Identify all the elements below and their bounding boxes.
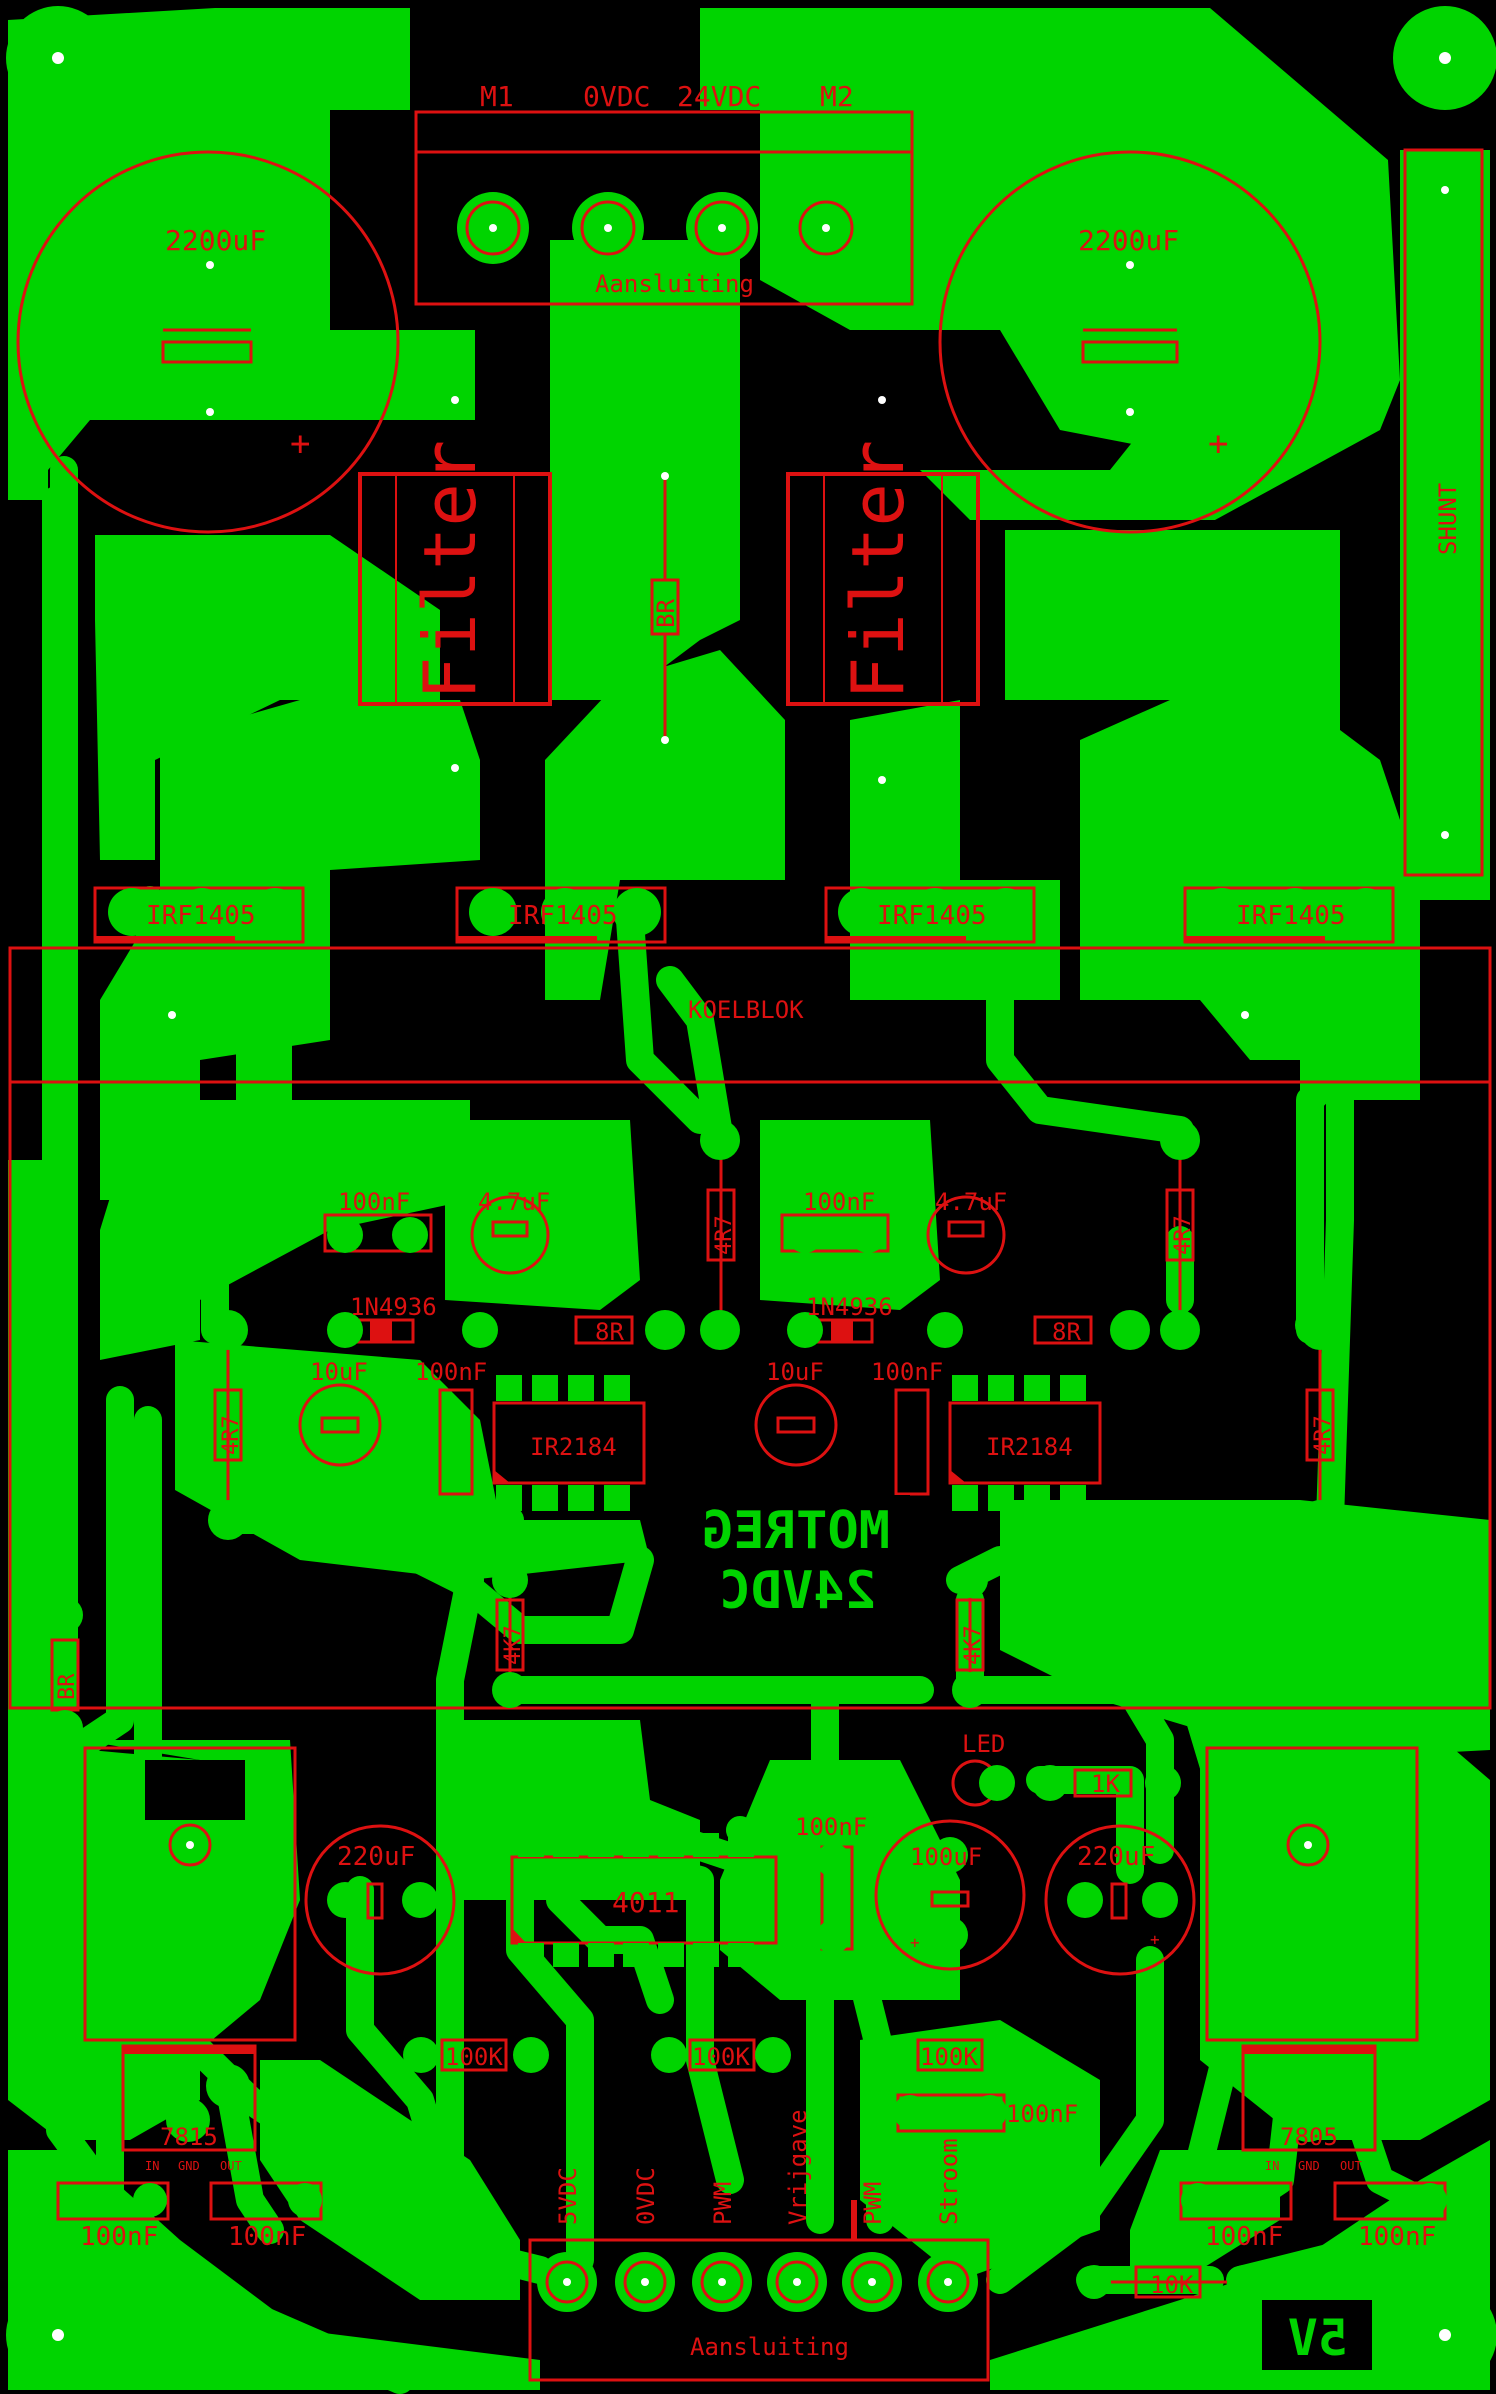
plus-left: + bbox=[290, 424, 310, 464]
label-mosfet-4: IRF1405 bbox=[1236, 901, 1346, 931]
reg-right-heatsink-outline bbox=[1205, 1746, 1419, 2042]
silkscreen-markers bbox=[95, 936, 1375, 2240]
shunt-outline bbox=[1403, 148, 1484, 877]
drill-holes bbox=[52, 52, 1451, 2341]
label-bulk-cap-right: 2200uF bbox=[1078, 224, 1179, 257]
label-gate-far-right: 4R7 bbox=[1311, 1415, 1336, 1455]
label-dr-ic: IR2184 bbox=[986, 1433, 1073, 1461]
copper-text-5v: 5V bbox=[1288, 2309, 1348, 2367]
label-mosfet-3: IRF1405 bbox=[877, 901, 987, 931]
plus-100uf: + bbox=[910, 1933, 920, 1952]
label-shunt: SHUNT bbox=[1434, 483, 1462, 555]
label-dl-c4: 100nF bbox=[415, 1358, 487, 1386]
label-dr-c4: 100nF bbox=[871, 1358, 943, 1386]
label-bottom-connector: Aansluiting bbox=[690, 2333, 849, 2361]
label-bottom-0vdc: 0VDC bbox=[632, 2167, 660, 2225]
label-220uf-right: 220uF bbox=[1077, 1842, 1155, 1872]
copper-text-24vdc: 24VDC bbox=[719, 1561, 876, 1621]
label-heatsink: KOELBLOK bbox=[688, 996, 804, 1024]
top-connector-outline bbox=[414, 110, 914, 306]
label-10k: 10K bbox=[1150, 2271, 1194, 2299]
filter-left-outline bbox=[358, 472, 552, 706]
label-pwm-1: PWM bbox=[709, 2182, 737, 2225]
label-dl-c2: 4.7uF bbox=[478, 1188, 550, 1216]
silkscreen-layer bbox=[8, 110, 1492, 2382]
label-dr-r8: 8R bbox=[1052, 1318, 1081, 1346]
label-mosfet-2: IRF1405 bbox=[508, 901, 618, 931]
label-1k: 1K bbox=[1091, 1770, 1120, 1798]
copper-tracks bbox=[42, 456, 1474, 2394]
label-dl-c3: 10uF bbox=[310, 1358, 368, 1386]
label-mosfet-1: IRF1405 bbox=[146, 901, 256, 931]
voltage-text: 15V 5V bbox=[158, 1757, 1348, 2367]
reg-left-heatsink-outline bbox=[83, 1746, 297, 2042]
label-m2: M2 bbox=[820, 80, 854, 113]
label-7815-out: OUT bbox=[220, 2159, 242, 2173]
label-filter-left: Filter bbox=[408, 440, 492, 700]
filter-right-outline bbox=[786, 472, 980, 706]
label-dr-diode: 1N4936 bbox=[806, 1293, 893, 1321]
label-top-connector: Aansluiting bbox=[595, 270, 754, 298]
label-vrijgave: Vrijgave bbox=[784, 2109, 812, 2225]
label-dl-r8: 8R bbox=[595, 1318, 624, 1346]
label-logic-100nf: 100nF bbox=[795, 1813, 867, 1841]
bulk-cap-right-outline bbox=[938, 150, 1322, 534]
label-bulk-cap-left: 2200uF bbox=[165, 224, 266, 257]
plus-right: + bbox=[1208, 424, 1228, 464]
label-4011: 4011 bbox=[612, 1886, 679, 1919]
label-100k-a: 100K bbox=[445, 2043, 503, 2071]
label-dr-c2: 4.7uF bbox=[935, 1188, 1007, 1216]
label-stroom: Stroom bbox=[935, 2138, 963, 2225]
label-100uf: 100uF bbox=[910, 1843, 982, 1871]
label-dl-diode: 1N4936 bbox=[350, 1293, 437, 1321]
label-reg-cap-1: 100nF bbox=[80, 2222, 158, 2252]
label-reg-cap-4: 100nF bbox=[1358, 2222, 1436, 2252]
label-dr-c3: 10uF bbox=[766, 1358, 824, 1386]
label-7815-gnd: GND bbox=[178, 2159, 200, 2173]
label-7805-gnd: GND bbox=[1298, 2159, 1320, 2173]
label-gate-left: 4R7 bbox=[219, 1415, 244, 1455]
bottom-connector-outline bbox=[528, 2238, 990, 2382]
label-7805: 7805 bbox=[1280, 2123, 1338, 2151]
pad-rings bbox=[168, 200, 1330, 2304]
label-7815-in: IN bbox=[145, 2159, 159, 2173]
heatsink-outline bbox=[8, 946, 1492, 1710]
label-100k-b: 100K bbox=[692, 2043, 750, 2071]
label-dl-rk: 4K7 bbox=[501, 1625, 526, 1665]
silkscreen-text: M1 0VDC 24VDC M2 Aansluiting 2200uF 2200… bbox=[55, 80, 1462, 2361]
label-br-top: BR bbox=[652, 599, 680, 628]
label-m1: M1 bbox=[480, 80, 514, 113]
label-dl-ic: IR2184 bbox=[530, 1433, 617, 1461]
label-filter-right: Filter bbox=[836, 440, 920, 700]
label-0vdc: 0VDC bbox=[583, 80, 650, 113]
label-220uf-left: 220uF bbox=[337, 1842, 415, 1872]
label-dr-c1: 100nF bbox=[803, 1188, 875, 1216]
ir2184-right-outline bbox=[948, 1401, 1102, 1485]
ir2184-left-outline bbox=[492, 1401, 646, 1485]
mosfet-pads bbox=[108, 888, 1390, 936]
copper-text: MOTREG 24VDC bbox=[145, 1495, 1372, 2370]
label-100nf-mid: 100nF bbox=[1006, 2100, 1078, 2128]
label-dl-rg: 4R7 bbox=[712, 1215, 737, 1255]
label-dr-rk: 4K7 bbox=[961, 1625, 986, 1665]
label-led: LED bbox=[962, 1730, 1005, 1758]
label-7805-out: OUT bbox=[1340, 2159, 1362, 2173]
label-pwm-2: PWM bbox=[859, 2182, 887, 2225]
copper-text-motreg: MOTREG bbox=[702, 1501, 890, 1561]
label-reg-cap-3: 100nF bbox=[1205, 2222, 1283, 2252]
label-dl-c1: 100nF bbox=[338, 1188, 410, 1216]
label-7805-in: IN bbox=[1265, 2159, 1279, 2173]
label-100k-c: 100K bbox=[920, 2043, 978, 2071]
label-br-left: BR bbox=[55, 1673, 80, 1700]
label-7815: 7815 bbox=[160, 2123, 218, 2151]
label-dr-rg: 4R7 bbox=[1171, 1215, 1196, 1255]
bulk-cap-left-outline bbox=[16, 150, 400, 534]
label-reg-cap-2: 100nF bbox=[228, 2222, 306, 2252]
label-5vdc: 5VDC bbox=[554, 2167, 582, 2225]
label-24vdc: 24VDC bbox=[677, 80, 761, 113]
copper-text-15v: 15V bbox=[158, 1757, 248, 1815]
plus-220uf-right: + bbox=[1150, 1930, 1160, 1949]
